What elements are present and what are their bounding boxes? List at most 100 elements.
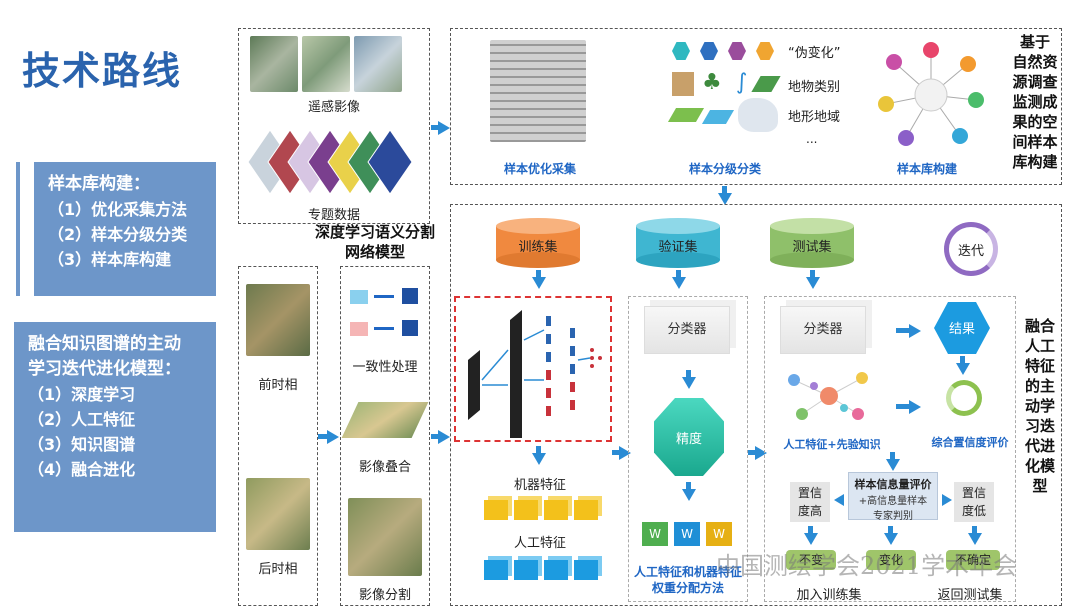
arrow-right-small	[942, 494, 952, 506]
classifier-box: 分类器	[644, 306, 730, 354]
flow-arrow-down	[718, 193, 732, 205]
training-set-cylinder: 训练集	[496, 218, 580, 268]
flow-arrow-down	[804, 533, 818, 545]
machine-feature-block	[514, 500, 538, 520]
manual-feature-block	[574, 560, 598, 580]
flow-arrow-shaft	[686, 370, 691, 378]
manual-feature-block	[544, 560, 568, 580]
classify-item-more: ...	[806, 132, 818, 146]
weighting-line: 人工特征和机器特征	[633, 565, 742, 579]
consistency-icon	[346, 286, 426, 346]
flow-arrow-right	[327, 430, 339, 444]
flow-arrow-down	[806, 277, 820, 289]
active-learning-section	[450, 204, 1062, 606]
thematic-maps-graphic	[248, 129, 413, 195]
building-icon	[672, 72, 694, 96]
info-eval-sub: +高信息量样本	[858, 496, 928, 507]
sample-classify-label: 样本分级分类	[688, 162, 761, 176]
conf-low-line: 置信	[961, 486, 986, 500]
flow-arrow-shaft	[896, 404, 910, 409]
model-panel: 融合知识图谱的主动 学习迭代进化模型： （1）深度学习 （2）人工特征 （3）知…	[14, 322, 216, 532]
remote-image-label: 遥感影像	[307, 100, 360, 115]
side-label-line: 果的空	[1012, 113, 1058, 131]
manual-feature-block	[484, 560, 508, 580]
flow-arrow-shaft	[748, 450, 756, 455]
network-label-line: 深度学习语义分割	[314, 223, 435, 241]
flow-arrow-shaft	[431, 125, 439, 130]
flow-arrow-right	[909, 324, 921, 338]
panel-line: 融合知识图谱的主动	[28, 334, 181, 354]
panel-line: （3）样本库构建	[48, 250, 172, 269]
panel-line: （2）人工特征	[28, 410, 136, 429]
side-label-line: 融合	[1024, 317, 1055, 335]
arrow-left	[834, 494, 844, 506]
flow-arrow-shaft	[808, 526, 813, 534]
manual-feature-label: 人工特征	[513, 536, 566, 551]
overlay-label: 影像叠合	[358, 460, 411, 475]
flow-arrow-shaft	[536, 270, 541, 278]
conf-low-box: 置信 度低	[954, 482, 994, 522]
flow-arrow-shaft	[896, 328, 910, 333]
side-label-line: 的主	[1024, 377, 1055, 395]
flow-arrow-down	[886, 459, 900, 471]
side-label-line: 库构建	[1012, 153, 1058, 171]
thematic-data-label: 专题数据	[307, 208, 360, 223]
info-eval-box: 样本信息量评价 +高信息量样本 专家判别	[848, 472, 938, 522]
flow-arrow-shaft	[722, 186, 727, 194]
post-temporal-label: 后时相	[258, 562, 298, 577]
test-set-label: 测试集	[792, 240, 832, 255]
watermark: 中国测绘学会2021学术年会	[716, 552, 1018, 580]
test-set-cylinder: 测试集	[770, 218, 854, 268]
sample-library-build-label: 样本库构建	[896, 162, 957, 176]
side-label-line: 代进	[1024, 437, 1055, 455]
sample-library-panel: 样本库构建： （1）优化采集方法 （2）样本分级分类 （3）样本库构建	[16, 162, 216, 296]
flow-arrow-shaft	[676, 270, 681, 278]
flow-arrow-right	[438, 430, 450, 444]
flow-arrow-down	[956, 363, 970, 375]
accuracy-label: 精度	[675, 432, 702, 447]
machine-feature-label: 机器特征	[513, 478, 566, 493]
result-label: 结果	[948, 322, 975, 337]
hex-icon-teal	[672, 42, 690, 60]
info-eval-sub: 专家判别	[873, 511, 913, 522]
page-title: 技术路线	[22, 49, 183, 93]
network-model-box	[454, 296, 612, 442]
post-temporal-image	[246, 478, 310, 550]
river-icon: ∫	[736, 70, 748, 95]
test-classifier-box: 分类器	[780, 306, 866, 354]
manual-prior-label: 人工特征+先验知识	[783, 438, 881, 451]
flow-arrow-shaft	[888, 526, 893, 534]
side-label-line: 自然资	[1012, 53, 1058, 71]
flow-arrow-shaft	[431, 434, 439, 439]
hex-icon-purple	[728, 42, 746, 60]
preprocessing-box	[340, 266, 430, 606]
iterate-label: 迭代	[957, 244, 984, 259]
unchanged-tag: 不变	[786, 550, 836, 570]
side-label-line: 动学	[1024, 397, 1055, 415]
confidence-cycle-icon	[946, 380, 982, 416]
data-sources-box	[238, 28, 430, 224]
validation-set-cylinder: 验证集	[636, 218, 720, 268]
machine-feature-block	[484, 500, 508, 520]
sample-grid-image	[490, 40, 586, 142]
panel-accent-bar	[16, 162, 20, 296]
side-label-line: 型	[1032, 477, 1048, 495]
flow-arrow-down	[968, 533, 982, 545]
validation-column	[628, 296, 748, 602]
bottom-section-side-label: 融合 人工 特征 的主 动学 习迭 代进 化模 型	[1020, 316, 1060, 496]
side-label-line: 监测成	[1012, 93, 1058, 111]
segmentation-label: 影像分割	[358, 588, 411, 603]
classify-item-pseudo-change: “伪变化”	[788, 46, 841, 61]
panel-line: （3）知识图谱	[28, 435, 136, 454]
hex-icon-blue	[700, 42, 718, 60]
consistency-label: 一致性处理	[352, 360, 418, 375]
network-label-line: 网络模型	[344, 243, 405, 261]
machine-feature-block	[574, 500, 598, 520]
flow-arrow-right	[438, 121, 450, 135]
changed-tag: 变化	[866, 550, 916, 570]
remote-image-3	[354, 36, 402, 92]
sample-collect-label: 样本优化采集	[503, 162, 576, 176]
flow-arrow-shaft	[536, 446, 541, 454]
flow-arrow-right	[909, 400, 921, 414]
flow-arrow-shaft	[972, 526, 977, 534]
